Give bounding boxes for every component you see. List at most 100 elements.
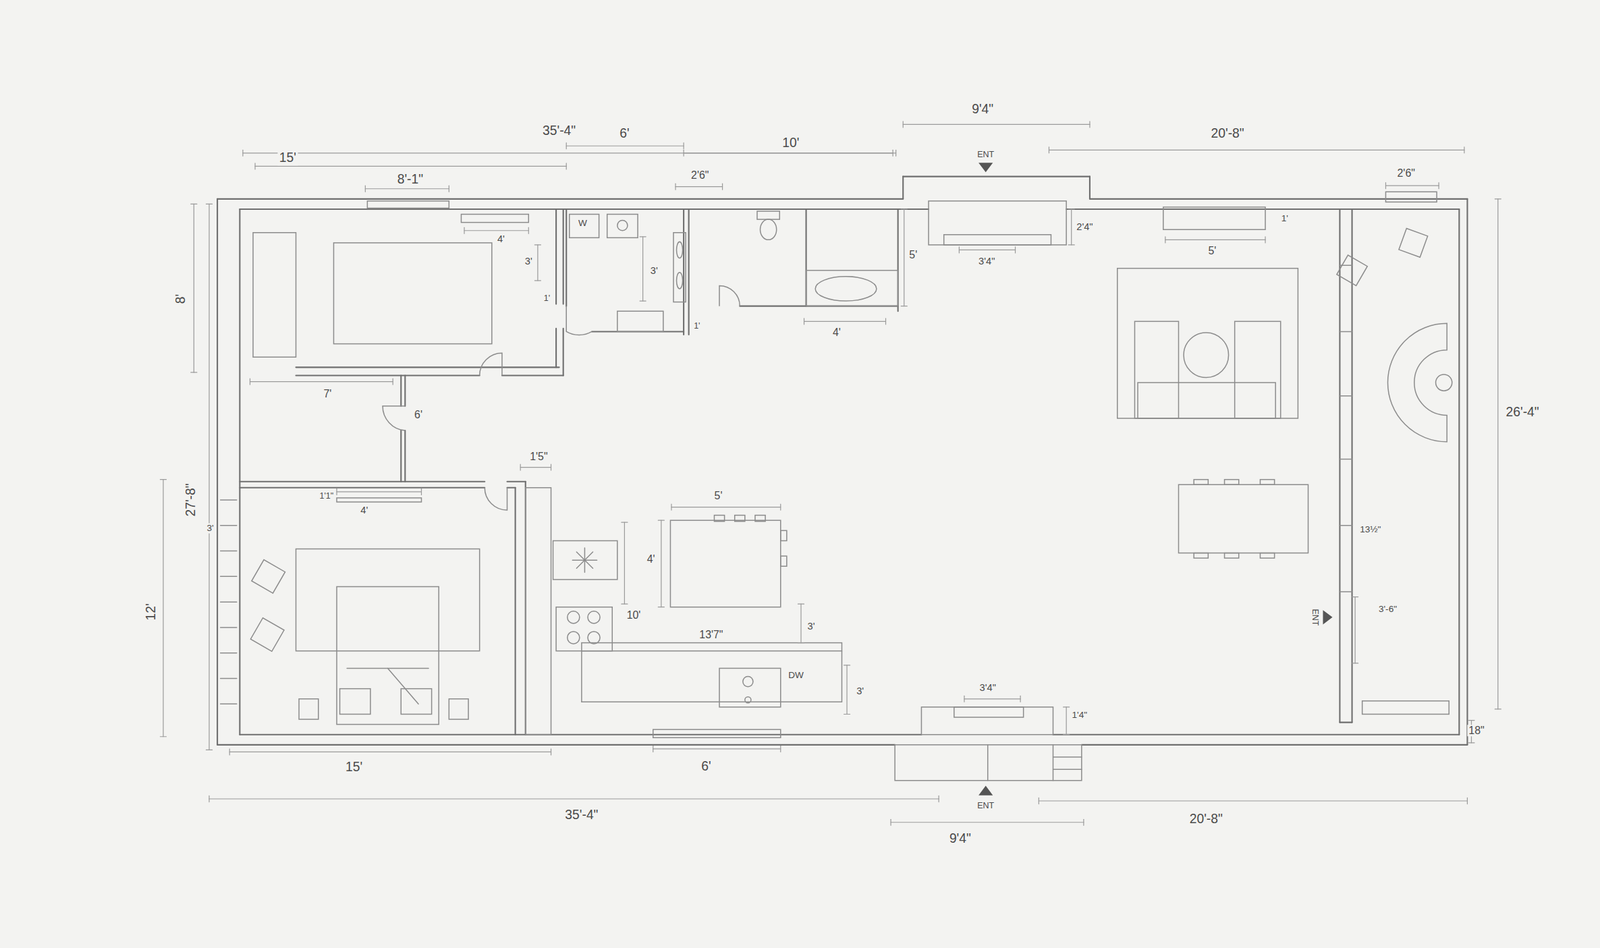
furniture-outline bbox=[1259, 553, 1275, 559]
dimension-tick bbox=[900, 208, 907, 210]
dimension-line bbox=[660, 520, 662, 608]
fixture-line bbox=[987, 745, 989, 781]
round-fixture bbox=[1436, 374, 1453, 391]
dimension-tick bbox=[1352, 596, 1359, 598]
dimension-tick bbox=[722, 183, 723, 190]
wall-line bbox=[1089, 198, 1468, 200]
furniture-outline bbox=[1362, 701, 1450, 715]
door-swing-group bbox=[382, 285, 1447, 511]
door-swing bbox=[479, 352, 503, 376]
wall-line bbox=[400, 375, 402, 406]
window-tick bbox=[1339, 331, 1352, 333]
dimension-label: DW bbox=[786, 670, 806, 681]
dimension-tick bbox=[657, 606, 665, 608]
dimension-tick bbox=[902, 121, 904, 128]
entry-arrow bbox=[979, 163, 992, 172]
furniture-outline bbox=[448, 699, 469, 720]
furniture-outline bbox=[757, 211, 780, 220]
dimension-tick bbox=[1468, 720, 1475, 721]
dimension-line bbox=[336, 491, 422, 492]
dimension-tick bbox=[1164, 236, 1166, 243]
dimension-line bbox=[566, 145, 684, 147]
dimension-label: 18" bbox=[1467, 724, 1486, 737]
dimension-tick bbox=[683, 143, 685, 150]
dimension-tick bbox=[1068, 244, 1075, 245]
furniture-outline bbox=[1193, 479, 1208, 486]
wall-line bbox=[216, 199, 218, 746]
round-fixture bbox=[676, 241, 683, 258]
dimension-tick bbox=[159, 479, 167, 480]
dimension-label: 35'-4" bbox=[563, 808, 600, 823]
dimension-tick bbox=[1494, 708, 1501, 710]
dimension-label: 15' bbox=[344, 759, 364, 775]
dimension-tick bbox=[885, 318, 887, 325]
dimension-tick bbox=[229, 749, 231, 756]
dimension-label: 9'4" bbox=[948, 831, 973, 846]
furniture-outline bbox=[1137, 382, 1276, 419]
dimension-tick bbox=[190, 203, 198, 205]
dimension-label: 13½" bbox=[1358, 524, 1383, 535]
dimension-line bbox=[671, 506, 781, 508]
dimension-label: 1' bbox=[692, 321, 702, 332]
dimension-line bbox=[255, 166, 567, 167]
dimension-tick bbox=[1463, 147, 1465, 154]
dimension-tick bbox=[683, 149, 685, 156]
wall-line bbox=[902, 176, 904, 200]
round-fixture bbox=[676, 272, 683, 289]
dimension-label: 10' bbox=[625, 609, 643, 621]
dimension-tick bbox=[205, 203, 212, 205]
dimension-label: 7' bbox=[321, 388, 333, 400]
round-fixture bbox=[1183, 332, 1229, 378]
fixture-line bbox=[1052, 745, 1055, 781]
wall-line bbox=[507, 481, 526, 483]
fixture-line bbox=[576, 552, 593, 569]
dimension-tick bbox=[392, 378, 394, 385]
dimension-tick bbox=[900, 305, 907, 307]
fixture-line-group bbox=[346, 547, 1082, 781]
furniture-outline bbox=[1224, 553, 1239, 559]
wall-line bbox=[1089, 176, 1091, 200]
dimension-tick bbox=[803, 318, 805, 325]
wall-line bbox=[565, 209, 567, 307]
fixture-line bbox=[1053, 756, 1082, 758]
dimension-tick bbox=[566, 163, 567, 170]
dimension-tick bbox=[205, 749, 212, 751]
dimension-tick bbox=[963, 695, 965, 702]
window-tick bbox=[220, 652, 237, 654]
dimension-label: 5' bbox=[713, 489, 725, 502]
dimension-tick bbox=[448, 185, 450, 192]
dimension-line bbox=[229, 751, 551, 753]
dimension-label: 2'4" bbox=[1074, 221, 1094, 233]
dimension-tick bbox=[550, 749, 552, 756]
furniture-outline bbox=[1117, 268, 1299, 419]
furniture-outline bbox=[553, 540, 618, 579]
entry-arrow bbox=[979, 786, 992, 795]
wall-line bbox=[1339, 722, 1352, 724]
armchair bbox=[251, 560, 286, 594]
wall-line bbox=[239, 487, 485, 489]
dimension-tick bbox=[208, 795, 210, 802]
dimension-label: 13'7" bbox=[697, 628, 725, 641]
dimension-label: 6' bbox=[618, 126, 631, 141]
dimension-tick bbox=[844, 713, 851, 715]
furniture-outline bbox=[806, 270, 899, 307]
furniture-outline bbox=[673, 232, 686, 303]
dimension-label: 35'-4" bbox=[541, 123, 577, 138]
dimension-label: ENT bbox=[975, 150, 996, 160]
dimension-tick bbox=[639, 300, 646, 301]
wall-line bbox=[1466, 199, 1468, 746]
armchair bbox=[250, 618, 285, 652]
wall-line bbox=[1053, 734, 1460, 736]
dimension-tick bbox=[1352, 662, 1359, 664]
furniture-outline bbox=[944, 234, 1052, 245]
dimension-tick bbox=[844, 664, 851, 666]
wall-line bbox=[555, 328, 557, 368]
dimension-label: 3'4" bbox=[978, 682, 998, 694]
furniture-outline bbox=[336, 586, 439, 725]
dimension-line bbox=[624, 522, 625, 604]
dimension-label: 3'4" bbox=[977, 255, 997, 267]
wall-line bbox=[682, 209, 685, 335]
window-tick bbox=[220, 626, 237, 629]
dimension-label: 26'-4" bbox=[1504, 404, 1541, 420]
dimension-label: 1' bbox=[542, 294, 552, 304]
